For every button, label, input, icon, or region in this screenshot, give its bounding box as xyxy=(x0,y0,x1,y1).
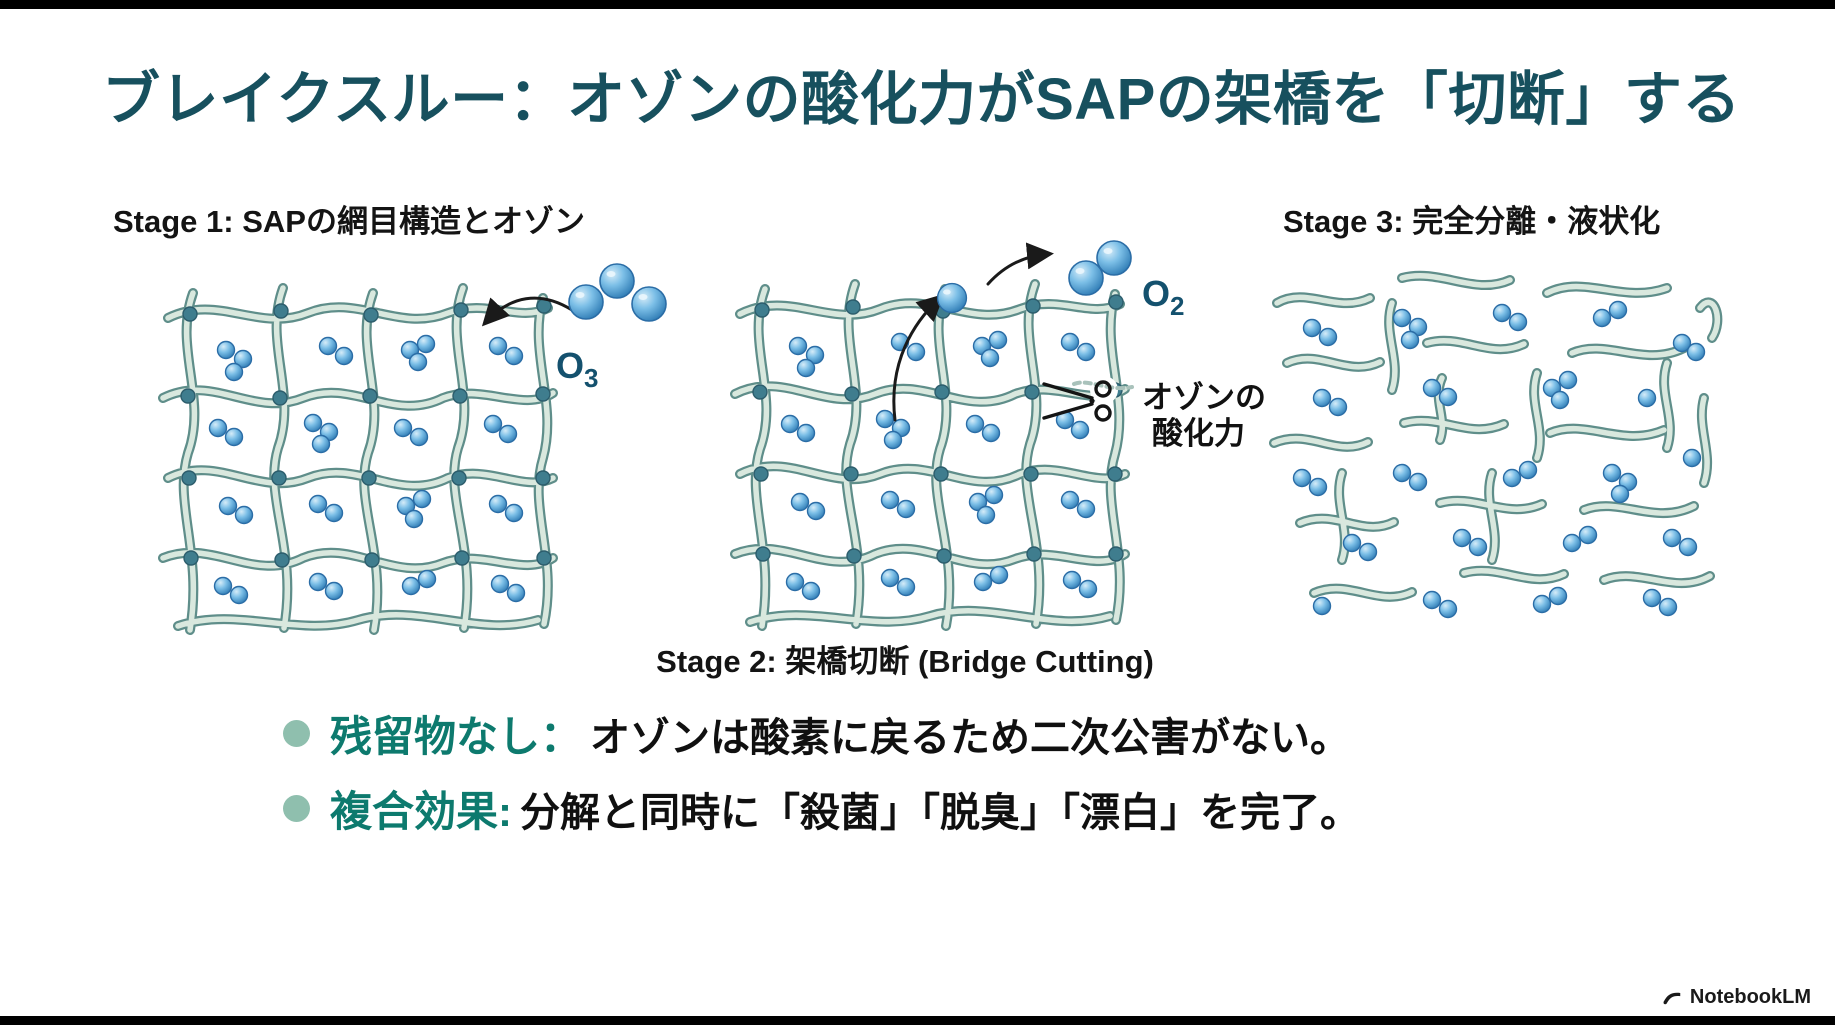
letterbox-top xyxy=(0,0,1835,9)
ozone-power-label-line2: 酸化力 xyxy=(1152,416,1245,451)
brand-watermark: NotebookLM xyxy=(1661,986,1811,1009)
notebooklm-logo-icon xyxy=(1663,992,1681,1004)
bullet1-term: 残留物なし： xyxy=(330,713,583,760)
arrow-sphere-to-o2-icon xyxy=(986,242,1054,286)
stage3-diagram xyxy=(1252,248,1752,619)
key-points-list: 残留物なし： オゾンは酸素に戻るため二次公害がない。 複合効果: 分解と同時に「… xyxy=(283,703,1360,839)
scissors-icon xyxy=(1042,380,1112,422)
o3-molecule-icon xyxy=(568,263,667,322)
o2-molecule-icon xyxy=(1068,240,1132,296)
oxygen-atom-icon xyxy=(936,282,968,314)
arrow-mesh-to-o2-icon xyxy=(892,293,945,422)
stage1-diagram: O3 xyxy=(148,263,667,643)
bullet1-text: オゾンは酸素に戻るため二次公害がない。 xyxy=(590,715,1351,760)
bullet-dot-icon xyxy=(283,720,310,747)
o3-label: O3 xyxy=(556,345,598,393)
page-title: ブレイクスルー：オゾンの酸化力がSAPの架橋を「切断」する xyxy=(102,67,1741,132)
list-item: 複合効果: 分解と同時に「殺菌」「脱臭」「漂白」を完了。 xyxy=(283,778,1360,839)
arrow-o3-to-mesh-icon xyxy=(481,296,574,327)
sap-network-mesh-cut xyxy=(735,284,1125,626)
stage2-diagram: O2 オゾンの 酸化力 xyxy=(690,240,1266,642)
letterbox-bottom xyxy=(0,1016,1835,1025)
list-item: 残留物なし： オゾンは酸素に戻るため二次公害がない。 xyxy=(283,703,1360,764)
ozone-power-label-line1: オゾンの xyxy=(1142,380,1266,415)
stage3-label: Stage 3: 完全分離・液状化 xyxy=(1283,204,1661,239)
bullet2-text: 分解と同時に「殺菌」「脱臭」「漂白」を完了。 xyxy=(520,790,1360,835)
stage1-label: Stage 1: SAPの網目構造とオゾン xyxy=(113,204,585,239)
bullet-dot-icon xyxy=(283,795,310,822)
o2-label: O2 xyxy=(1142,273,1184,321)
brand-label: NotebookLM xyxy=(1689,986,1811,1008)
stage2-label: Stage 2: 架橋切断 (Bridge Cutting) xyxy=(656,644,1154,679)
sap-network-mesh xyxy=(163,288,553,630)
bullet2-term: 複合効果: xyxy=(330,788,512,835)
broken-strands xyxy=(1274,276,1717,597)
